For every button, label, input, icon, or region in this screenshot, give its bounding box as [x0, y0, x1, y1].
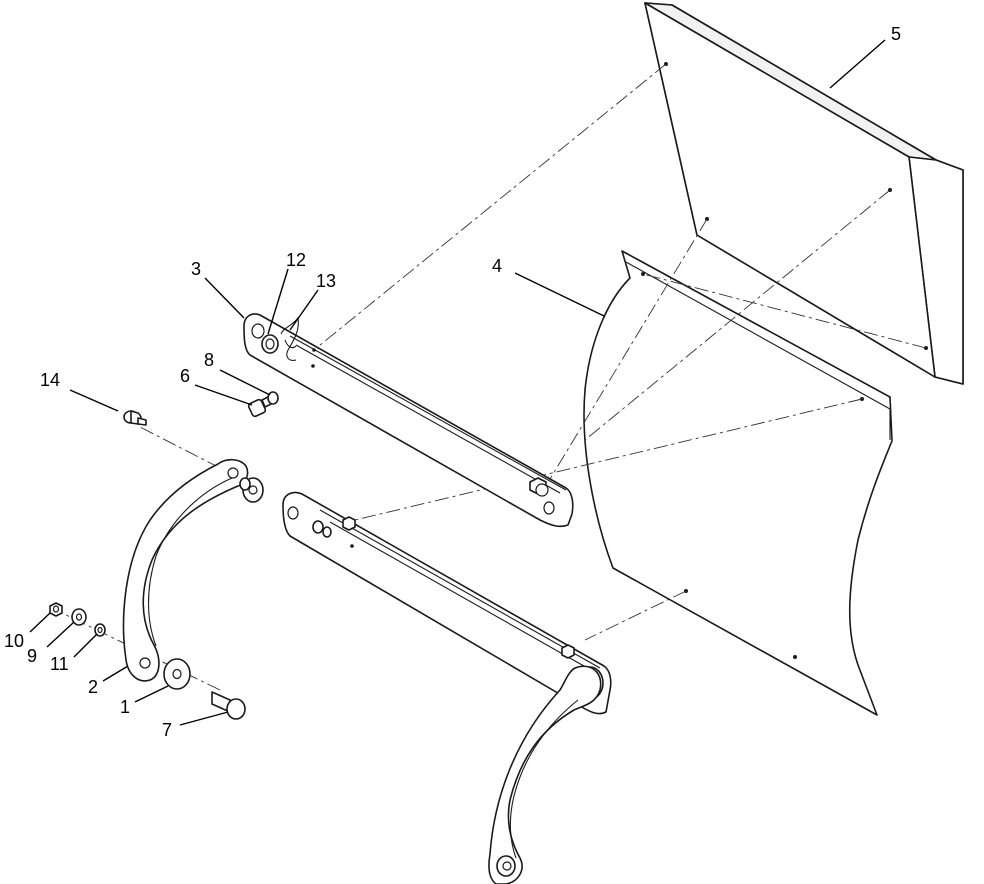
part-13-hair-pin-clip: [280, 316, 299, 361]
part-10-nut: [49, 602, 63, 617]
callout-6: 6: [180, 366, 190, 386]
part-8-lock-washer: [267, 391, 279, 405]
part-7-carriage-bolt: [211, 691, 246, 720]
mounting-centerlines: [59, 63, 927, 691]
callout-14: 14: [40, 370, 60, 390]
callout-labels: 5 4 3 12 13 8 6 14 10 9 11 2 1 7: [4, 24, 901, 740]
part-1-flat-washer: [163, 658, 191, 690]
part-5-cushion-pad: [644, 2, 964, 385]
callout-10: 10: [4, 631, 24, 651]
part-14-shoulder-bolt: [123, 410, 147, 426]
part-11-spacer: [94, 623, 106, 637]
washer-upper: [239, 477, 264, 503]
callout-leader-lines: [29, 39, 886, 726]
callout-11: 11: [50, 654, 69, 674]
callout-4: 4: [492, 256, 502, 276]
part-3-upper-bracket: [243, 313, 574, 528]
callout-1: 1: [120, 697, 130, 717]
part-12-bushing: [261, 334, 279, 354]
callout-8: 8: [204, 350, 214, 370]
callout-13: 13: [316, 271, 336, 291]
callout-9: 9: [27, 646, 37, 666]
callout-3: 3: [191, 259, 201, 279]
callout-12: 12: [286, 250, 306, 270]
part-2-curved-arm-left: [122, 458, 249, 682]
part-9-washer: [71, 608, 87, 626]
callout-5: 5: [891, 24, 901, 44]
callout-7: 7: [162, 720, 172, 740]
part-2-curved-arm-right: [488, 665, 602, 884]
callout-2: 2: [88, 677, 98, 697]
